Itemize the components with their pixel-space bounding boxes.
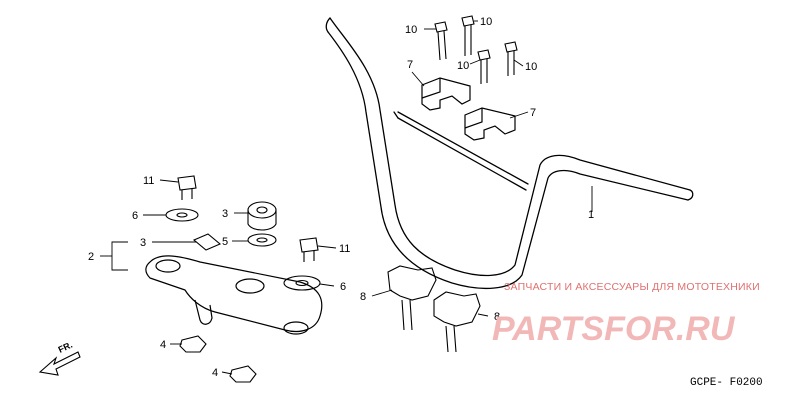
- callout-8: 8: [360, 291, 366, 303]
- callout-6: 6: [132, 210, 138, 222]
- handlebar: [325, 17, 694, 289]
- callout-4: 4: [212, 367, 218, 379]
- callout-10: 10: [480, 16, 492, 28]
- callout-8: 8: [494, 311, 500, 323]
- upper-holder-right: [464, 107, 516, 141]
- nut-4-bottom: [229, 365, 257, 383]
- front-direction-arrow: FR.: [38, 340, 81, 376]
- bolts-10: [434, 15, 518, 84]
- plate-3-lower: [192, 233, 222, 251]
- callout-4: 4: [160, 339, 166, 351]
- collar-3-upper: [247, 201, 277, 231]
- front-direction-label: FR.: [57, 340, 74, 355]
- callout-1: 1: [588, 209, 594, 221]
- callout-3: 3: [140, 237, 146, 249]
- lower-holder-left: [387, 265, 437, 331]
- callout-11: 11: [143, 175, 154, 187]
- callout-10: 10: [525, 61, 537, 73]
- washer-6-right: [283, 275, 321, 291]
- callout-10: 10: [405, 24, 417, 36]
- diagram-code: GCPE- F0200: [690, 377, 763, 389]
- bolt-11-right: [299, 237, 319, 262]
- callout-7: 7: [407, 59, 413, 71]
- watermark-logo: PARTSFOR.RU: [492, 310, 736, 348]
- nut-4-left: [179, 335, 207, 353]
- lower-holder-right: [433, 291, 481, 353]
- upper-holder-left: [421, 77, 471, 111]
- watermark-caption: ЗАПЧАСТИ И АКСЕССУАРЫ ДЛЯ МОТОТЕХНИКИ: [504, 281, 760, 293]
- bolt-11-left: [177, 175, 197, 200]
- upper-bracket: [145, 255, 323, 335]
- callout-6: 6: [340, 281, 346, 293]
- washer-6-left: [165, 208, 199, 222]
- callout-11: 11: [339, 243, 350, 255]
- callout-2: 2: [88, 251, 94, 263]
- washer-5: [247, 233, 277, 247]
- callout-7: 7: [530, 107, 536, 119]
- callout-3: 3: [222, 208, 228, 220]
- callout-5: 5: [222, 236, 228, 248]
- callout-10: 10: [457, 60, 469, 72]
- leader-lines: [100, 20, 593, 375]
